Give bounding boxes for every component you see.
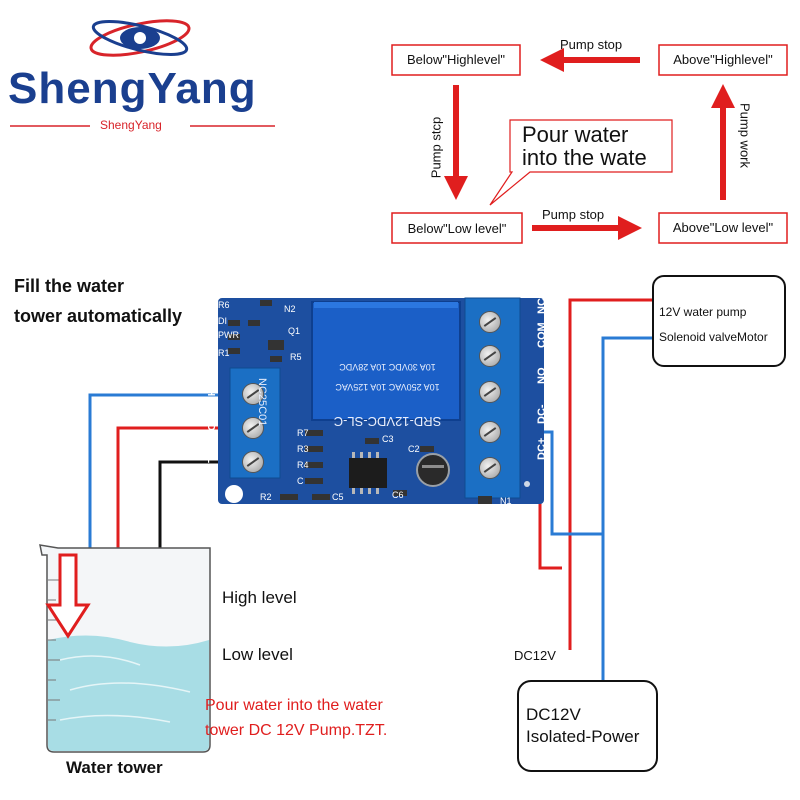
ic-chip <box>349 458 387 488</box>
pour-arrow-icon <box>45 553 91 639</box>
flow-box-below-low <box>391 212 523 244</box>
screw-out <box>242 417 264 439</box>
flow-arrow-bottom-label: Pump stop <box>542 207 605 222</box>
terminal-label-nc: NC <box>536 298 548 314</box>
brand-subtitle: ShengYang <box>100 118 162 132</box>
fill-title-line1: Fill the water <box>14 276 125 296</box>
terminal-label-dc: DC- <box>536 404 548 424</box>
pour-note-line1: Pour water into the water <box>205 697 383 714</box>
power-label-line2: Isolated-Power <box>526 727 640 746</box>
logo-eye-icon <box>10 19 275 127</box>
component-label-c6: C6 <box>392 490 404 500</box>
low-level-label: Low level <box>222 645 293 664</box>
callout-text-line2: into the wate <box>522 145 647 170</box>
board-id-text: NC25C01 <box>256 378 268 427</box>
flow-box-above-high <box>658 44 788 76</box>
component-label-di: DI <box>218 316 227 326</box>
component-label-c5: C5 <box>332 492 344 502</box>
electrolytic-capacitor <box>416 453 450 487</box>
component-label-c3: C3 <box>382 434 394 444</box>
flow-arrow-bottom <box>532 216 642 240</box>
water-tower-label: Water tower <box>66 758 163 777</box>
brand-name: ShengYang <box>8 64 257 113</box>
component-label-pwr: PWR <box>218 330 239 340</box>
callout-text-line1: Pour water <box>522 122 629 147</box>
terminal-label-out: OUT <box>205 423 216 445</box>
screw-high <box>242 383 264 405</box>
component-label-n2: N2 <box>284 304 296 314</box>
callout-bubble <box>489 119 673 206</box>
flow-arrow-right-label: Pump work <box>737 102 753 169</box>
flow-box-below-high <box>391 44 521 76</box>
power-box <box>517 680 658 772</box>
component-label-r5: R5 <box>290 352 302 362</box>
component-label-r1: R1 <box>218 348 230 358</box>
relay-model-text: SRD-12VDC-SL-C <box>333 414 442 429</box>
power-label-line1: DC12V <box>526 705 581 724</box>
pour-note-line2: tower DC 12V Pump.TZT. <box>205 722 388 739</box>
terminal-label-com: COM <box>536 322 548 348</box>
component-label-r4: R4 <box>297 460 309 470</box>
screw-nc <box>479 311 501 333</box>
pump-label-line1: 12V water pump <box>659 305 747 319</box>
flow-box-above-low <box>658 212 788 244</box>
pump-label-line2: Solenoid valveMotor <box>659 330 768 344</box>
relay-rating-line2: 10A 30VDC 10A 28VDC <box>339 362 436 372</box>
flow-label-above-high: Above"Highlevel" <box>673 52 773 67</box>
flow-arrow-left-label: Pump stcp <box>428 116 444 179</box>
terminal-label-high: HIGH <box>205 389 216 414</box>
pump-box <box>652 275 786 367</box>
component-label-r7: R7 <box>297 428 309 438</box>
component-label-q1: Q1 <box>288 326 301 336</box>
screw-com <box>479 345 501 367</box>
component-label-c: C <box>297 476 304 486</box>
terminal-label-dc: DC+ <box>536 437 548 460</box>
terminal-label-low: LOW <box>205 457 216 481</box>
brand-logo: ShengYang ShengYang <box>0 0 285 140</box>
screw-dc <box>479 421 501 443</box>
flow-label-below-low: Below"Low level" <box>407 221 507 236</box>
flow-label-above-low: Above"Low level" <box>672 220 774 235</box>
relay-rating-line1: 10A 250VAC 10A 125VAC <box>335 382 440 392</box>
terminal-label-no: NO <box>536 367 548 385</box>
flow-arrow-right <box>711 84 735 200</box>
water-tower-beaker <box>39 544 211 753</box>
component-label-c2: C2 <box>408 444 420 454</box>
relay-module <box>311 301 461 421</box>
component-label-r3: R3 <box>297 444 309 454</box>
fill-title-line2: tower automatically <box>14 306 183 326</box>
flow-label-below-high: Below"Highlevel" <box>406 52 506 67</box>
flow-arrow-top-label: Pump stop <box>560 37 623 52</box>
flow-arrow-top <box>540 48 640 72</box>
high-level-label: High level <box>222 588 297 607</box>
dc12v-wire-label: DC12V <box>514 648 556 663</box>
component-label-r2: R2 <box>260 492 272 502</box>
screw-dc <box>479 457 501 479</box>
relay-board <box>218 297 544 504</box>
component-label-r6: R6 <box>218 300 230 310</box>
screw-no <box>479 381 501 403</box>
flow-arrow-left <box>444 85 468 200</box>
component-label-n1: N1 <box>500 496 512 506</box>
screw-low <box>242 451 264 473</box>
